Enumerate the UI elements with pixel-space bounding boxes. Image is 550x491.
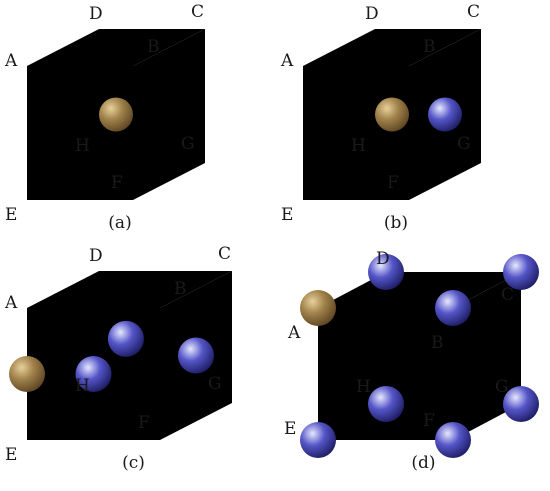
vertex-label-a: A xyxy=(280,51,294,71)
vertex-label-a: A xyxy=(287,323,301,343)
blue-atom-right-face-center xyxy=(428,97,462,132)
blue-atom-back-face-center xyxy=(107,320,144,357)
vertex-label-h: H xyxy=(75,376,90,396)
blue-atom-right-face-center xyxy=(178,337,214,374)
vertex-label-h: H xyxy=(75,136,90,156)
vertex-label-e: E xyxy=(5,205,17,225)
blue-atom-corner-G xyxy=(503,386,539,422)
vertex-label-f: F xyxy=(111,173,123,193)
top-face xyxy=(318,272,521,308)
vertex-label-g: G xyxy=(495,377,509,397)
panel-caption: (d) xyxy=(411,453,435,473)
blue-atom-corner-F xyxy=(435,422,471,458)
front-face xyxy=(303,66,409,200)
cube-panel-c: A B C D E F G H (c) xyxy=(4,244,232,473)
vertex-label-e: E xyxy=(284,419,296,439)
blue-atom-corner-E xyxy=(300,422,336,458)
vertex-label-h: H xyxy=(351,136,366,156)
blue-atom-front-face-center xyxy=(75,356,112,392)
front-face xyxy=(318,308,453,440)
blue-atom-corner-D xyxy=(368,254,404,290)
cube-panel-b: A B C D E F G H (b) xyxy=(280,2,481,233)
vertex-label-f: F xyxy=(387,173,399,193)
vertex-label-g: G xyxy=(208,374,222,394)
vertex-label-d: D xyxy=(365,4,379,24)
blue-atom-corner-B xyxy=(435,290,471,326)
vertex-label-b: B xyxy=(423,37,436,57)
vertex-label-h: H xyxy=(356,377,371,397)
vertex-label-a: A xyxy=(4,51,18,71)
cube-panel-d: A B C D E F G H (d) xyxy=(284,249,539,473)
vertex-label-e: E xyxy=(281,205,293,225)
right-face xyxy=(133,29,205,200)
vertex-label-d: D xyxy=(89,4,103,24)
vertex-label-b: B xyxy=(147,37,160,57)
gold-atom-left-face-center xyxy=(9,356,45,392)
panel-caption: (b) xyxy=(384,213,408,233)
cube-panel-a: A B C D E F G H (a) xyxy=(4,2,205,233)
top-face xyxy=(27,271,232,308)
vertex-label-g: G xyxy=(181,134,195,154)
vertex-label-a: A xyxy=(4,293,18,313)
vertex-label-d: D xyxy=(376,249,390,269)
blue-atom-corner-H xyxy=(368,386,404,422)
gold-atom-body-center xyxy=(99,97,133,132)
vertex-label-g: G xyxy=(457,134,471,154)
vertex-label-c: C xyxy=(467,2,480,22)
gold-atom-body-center xyxy=(375,97,409,132)
vertex-label-b: B xyxy=(431,333,444,353)
vertex-label-c: C xyxy=(218,244,231,264)
vertex-label-d: D xyxy=(89,246,103,266)
gold-atom-corner-A xyxy=(300,290,336,326)
vertex-label-b: B xyxy=(174,279,187,299)
vertex-label-e: E xyxy=(5,445,17,465)
panel-caption: (a) xyxy=(108,213,131,233)
right-face xyxy=(453,272,521,440)
blue-atom-corner-C xyxy=(503,254,539,290)
vertex-label-c: C xyxy=(501,285,514,305)
top-face xyxy=(303,29,481,66)
vertex-label-f: F xyxy=(138,413,150,433)
top-face xyxy=(27,29,205,66)
vertex-label-c: C xyxy=(191,2,204,22)
front-face xyxy=(27,66,133,200)
panel-caption: (c) xyxy=(122,453,145,473)
vertex-label-f: F xyxy=(423,411,435,431)
